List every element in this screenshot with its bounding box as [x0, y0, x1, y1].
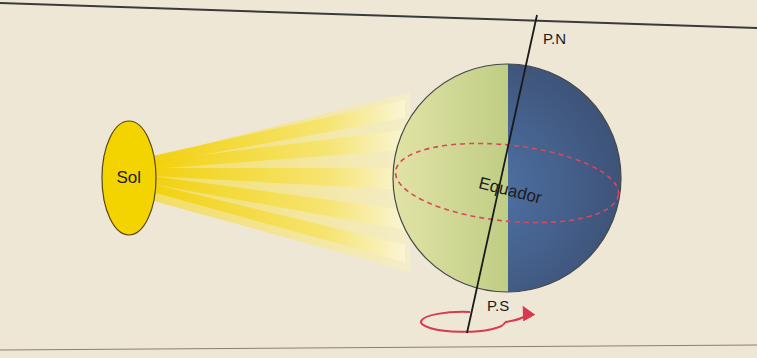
- frame-line: [0, 3, 757, 28]
- earth-globe: Equador: [392, 63, 622, 293]
- north-pole-label: P.N: [540, 30, 569, 47]
- south-pole-label: P.S: [484, 297, 512, 314]
- earth-globe-shape: [392, 63, 622, 293]
- sun-ellipse: [102, 121, 156, 235]
- rotation-axis: [467, 15, 537, 333]
- sun-rays: [150, 92, 410, 272]
- lit-hemisphere: [393, 64, 508, 292]
- light-beam: [152, 130, 405, 169]
- sun-rays: [152, 100, 405, 262]
- rotation-arrow: [421, 312, 505, 332]
- frame-line: [0, 345, 757, 350]
- sun-ellipse: Sol: [101, 120, 157, 236]
- globe-outline: [393, 64, 621, 292]
- sun-label: Sol: [117, 168, 142, 188]
- night-hemisphere: [508, 64, 621, 292]
- light-beam: [152, 184, 405, 262]
